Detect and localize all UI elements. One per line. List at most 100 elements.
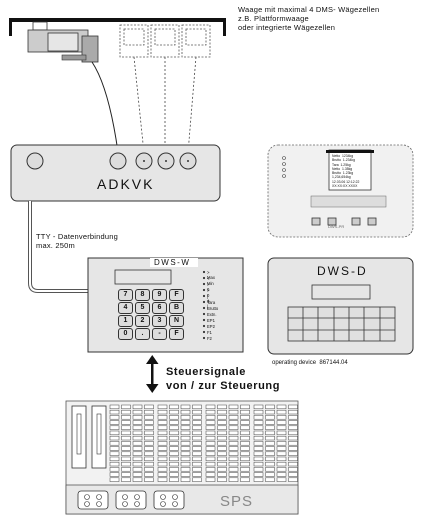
sps-terminal bbox=[253, 456, 264, 462]
keypad-key[interactable]: B bbox=[169, 302, 184, 314]
dws-w-display bbox=[114, 269, 172, 285]
keypad-key[interactable]: 8 bbox=[135, 289, 150, 301]
sps-terminal bbox=[265, 446, 275, 451]
sps-terminal bbox=[288, 477, 298, 482]
keypad-key[interactable]: - bbox=[152, 328, 167, 340]
sps-terminal bbox=[217, 404, 227, 410]
sps-terminal bbox=[109, 430, 120, 436]
sps-terminal bbox=[205, 420, 216, 425]
sps-terminal bbox=[240, 425, 250, 430]
sps-terminal bbox=[253, 430, 264, 436]
keypad-key[interactable]: 1 bbox=[118, 315, 133, 327]
sps-terminal bbox=[276, 435, 287, 441]
signals-label-line1: Steuersignale bbox=[166, 366, 246, 378]
sps-terminal bbox=[121, 451, 131, 456]
dws-d-keypad-grid bbox=[287, 306, 396, 342]
sps-terminal bbox=[217, 472, 227, 477]
sps-terminal bbox=[169, 461, 179, 467]
sps-terminal bbox=[240, 446, 250, 451]
sps-terminal bbox=[228, 435, 239, 441]
keypad-key[interactable]: 3 bbox=[152, 315, 167, 327]
sps-terminal bbox=[169, 404, 179, 410]
sps-terminal bbox=[288, 415, 298, 420]
sps-terminal bbox=[240, 477, 250, 482]
sps-terminal bbox=[228, 415, 239, 420]
sps-terminal bbox=[228, 425, 239, 430]
sps-terminal bbox=[169, 425, 179, 430]
dashed-cable-2 bbox=[133, 56, 145, 154]
preview-screen bbox=[328, 149, 372, 191]
sps-terminal bbox=[217, 446, 227, 451]
sps-terminal bbox=[217, 477, 227, 482]
sps-terminal bbox=[228, 420, 239, 425]
sps-terminal bbox=[109, 477, 120, 482]
sps-terminal bbox=[121, 441, 131, 446]
sps-terminal bbox=[157, 461, 168, 467]
sps-terminal bbox=[192, 477, 202, 482]
sps-terminal bbox=[288, 461, 298, 467]
sps-terminal bbox=[109, 451, 120, 456]
sps-terminal bbox=[240, 404, 250, 410]
sps-terminal bbox=[180, 441, 191, 446]
indicator-label: Tara bbox=[207, 299, 216, 305]
sps-terminal bbox=[240, 467, 250, 472]
sps-terminal bbox=[192, 404, 202, 410]
keypad-key[interactable]: N bbox=[169, 315, 184, 327]
sps-terminal bbox=[288, 435, 298, 441]
sps-terminal bbox=[192, 425, 202, 430]
dws-d-display bbox=[311, 284, 371, 300]
keypad-key[interactable]: F bbox=[169, 289, 184, 301]
keypad-key[interactable]: 0 bbox=[118, 328, 133, 340]
preview-screen-line: Brutto 1.234kg bbox=[332, 158, 355, 163]
sps-terminal bbox=[288, 441, 298, 446]
sps-terminal bbox=[265, 435, 275, 441]
sps-terminal bbox=[205, 430, 216, 436]
sps-terminal bbox=[192, 456, 202, 462]
load-cell-2-dashed bbox=[119, 24, 149, 58]
sps-terminal bbox=[253, 467, 264, 472]
sps-terminal bbox=[276, 415, 287, 420]
sps-terminal bbox=[240, 441, 250, 446]
indicator-label: F1 bbox=[207, 329, 212, 335]
sps-terminal bbox=[180, 430, 191, 436]
scale-platform-left-leg bbox=[9, 18, 12, 36]
sps-terminal bbox=[144, 425, 154, 430]
sps-terminal bbox=[205, 435, 216, 441]
preview-screen-line: Netto 1234kg bbox=[332, 154, 354, 158]
sps-terminal bbox=[240, 420, 250, 425]
sps-terminal bbox=[288, 467, 298, 472]
load-cell-1 bbox=[27, 21, 99, 63]
sps-rack bbox=[65, 400, 299, 515]
indicator-label: > 0 bbox=[207, 281, 210, 292]
adkvk-socket-1 bbox=[109, 152, 127, 170]
keypad-key[interactable]: 2 bbox=[135, 315, 150, 327]
sps-terminal bbox=[265, 472, 275, 477]
sps-terminal bbox=[288, 404, 298, 410]
scale-note-line3: oder integrierte Wägezellen bbox=[238, 23, 336, 32]
keypad-key[interactable]: 4 bbox=[118, 302, 133, 314]
sps-terminal bbox=[121, 415, 131, 420]
sps-terminal bbox=[144, 451, 154, 456]
sps-terminal bbox=[192, 461, 202, 467]
sps-terminal bbox=[109, 404, 120, 410]
keypad-key[interactable]: 9 bbox=[152, 289, 167, 301]
preview-display-bar bbox=[310, 195, 387, 208]
sps-terminal bbox=[192, 409, 202, 415]
keypad-key[interactable]: F bbox=[169, 328, 184, 340]
sps-terminal bbox=[144, 477, 154, 482]
keypad-key[interactable]: . bbox=[135, 328, 150, 340]
signals-label-line2: von / zur Steuerung bbox=[166, 380, 281, 392]
keypad-key[interactable]: 5 bbox=[135, 302, 150, 314]
sps-terminal bbox=[265, 420, 275, 425]
keypad-key[interactable]: 7 bbox=[118, 289, 133, 301]
sps-terminal bbox=[240, 461, 250, 467]
keypad-key[interactable]: 6 bbox=[152, 302, 167, 314]
sps-terminal bbox=[169, 441, 179, 446]
sps-terminal bbox=[240, 456, 250, 462]
sps-terminal bbox=[265, 409, 275, 415]
sps-terminal bbox=[169, 451, 179, 456]
sps-terminal bbox=[228, 467, 239, 472]
sps-terminal bbox=[169, 467, 179, 472]
sps-terminal bbox=[109, 461, 120, 467]
sps-terminal bbox=[240, 472, 250, 477]
